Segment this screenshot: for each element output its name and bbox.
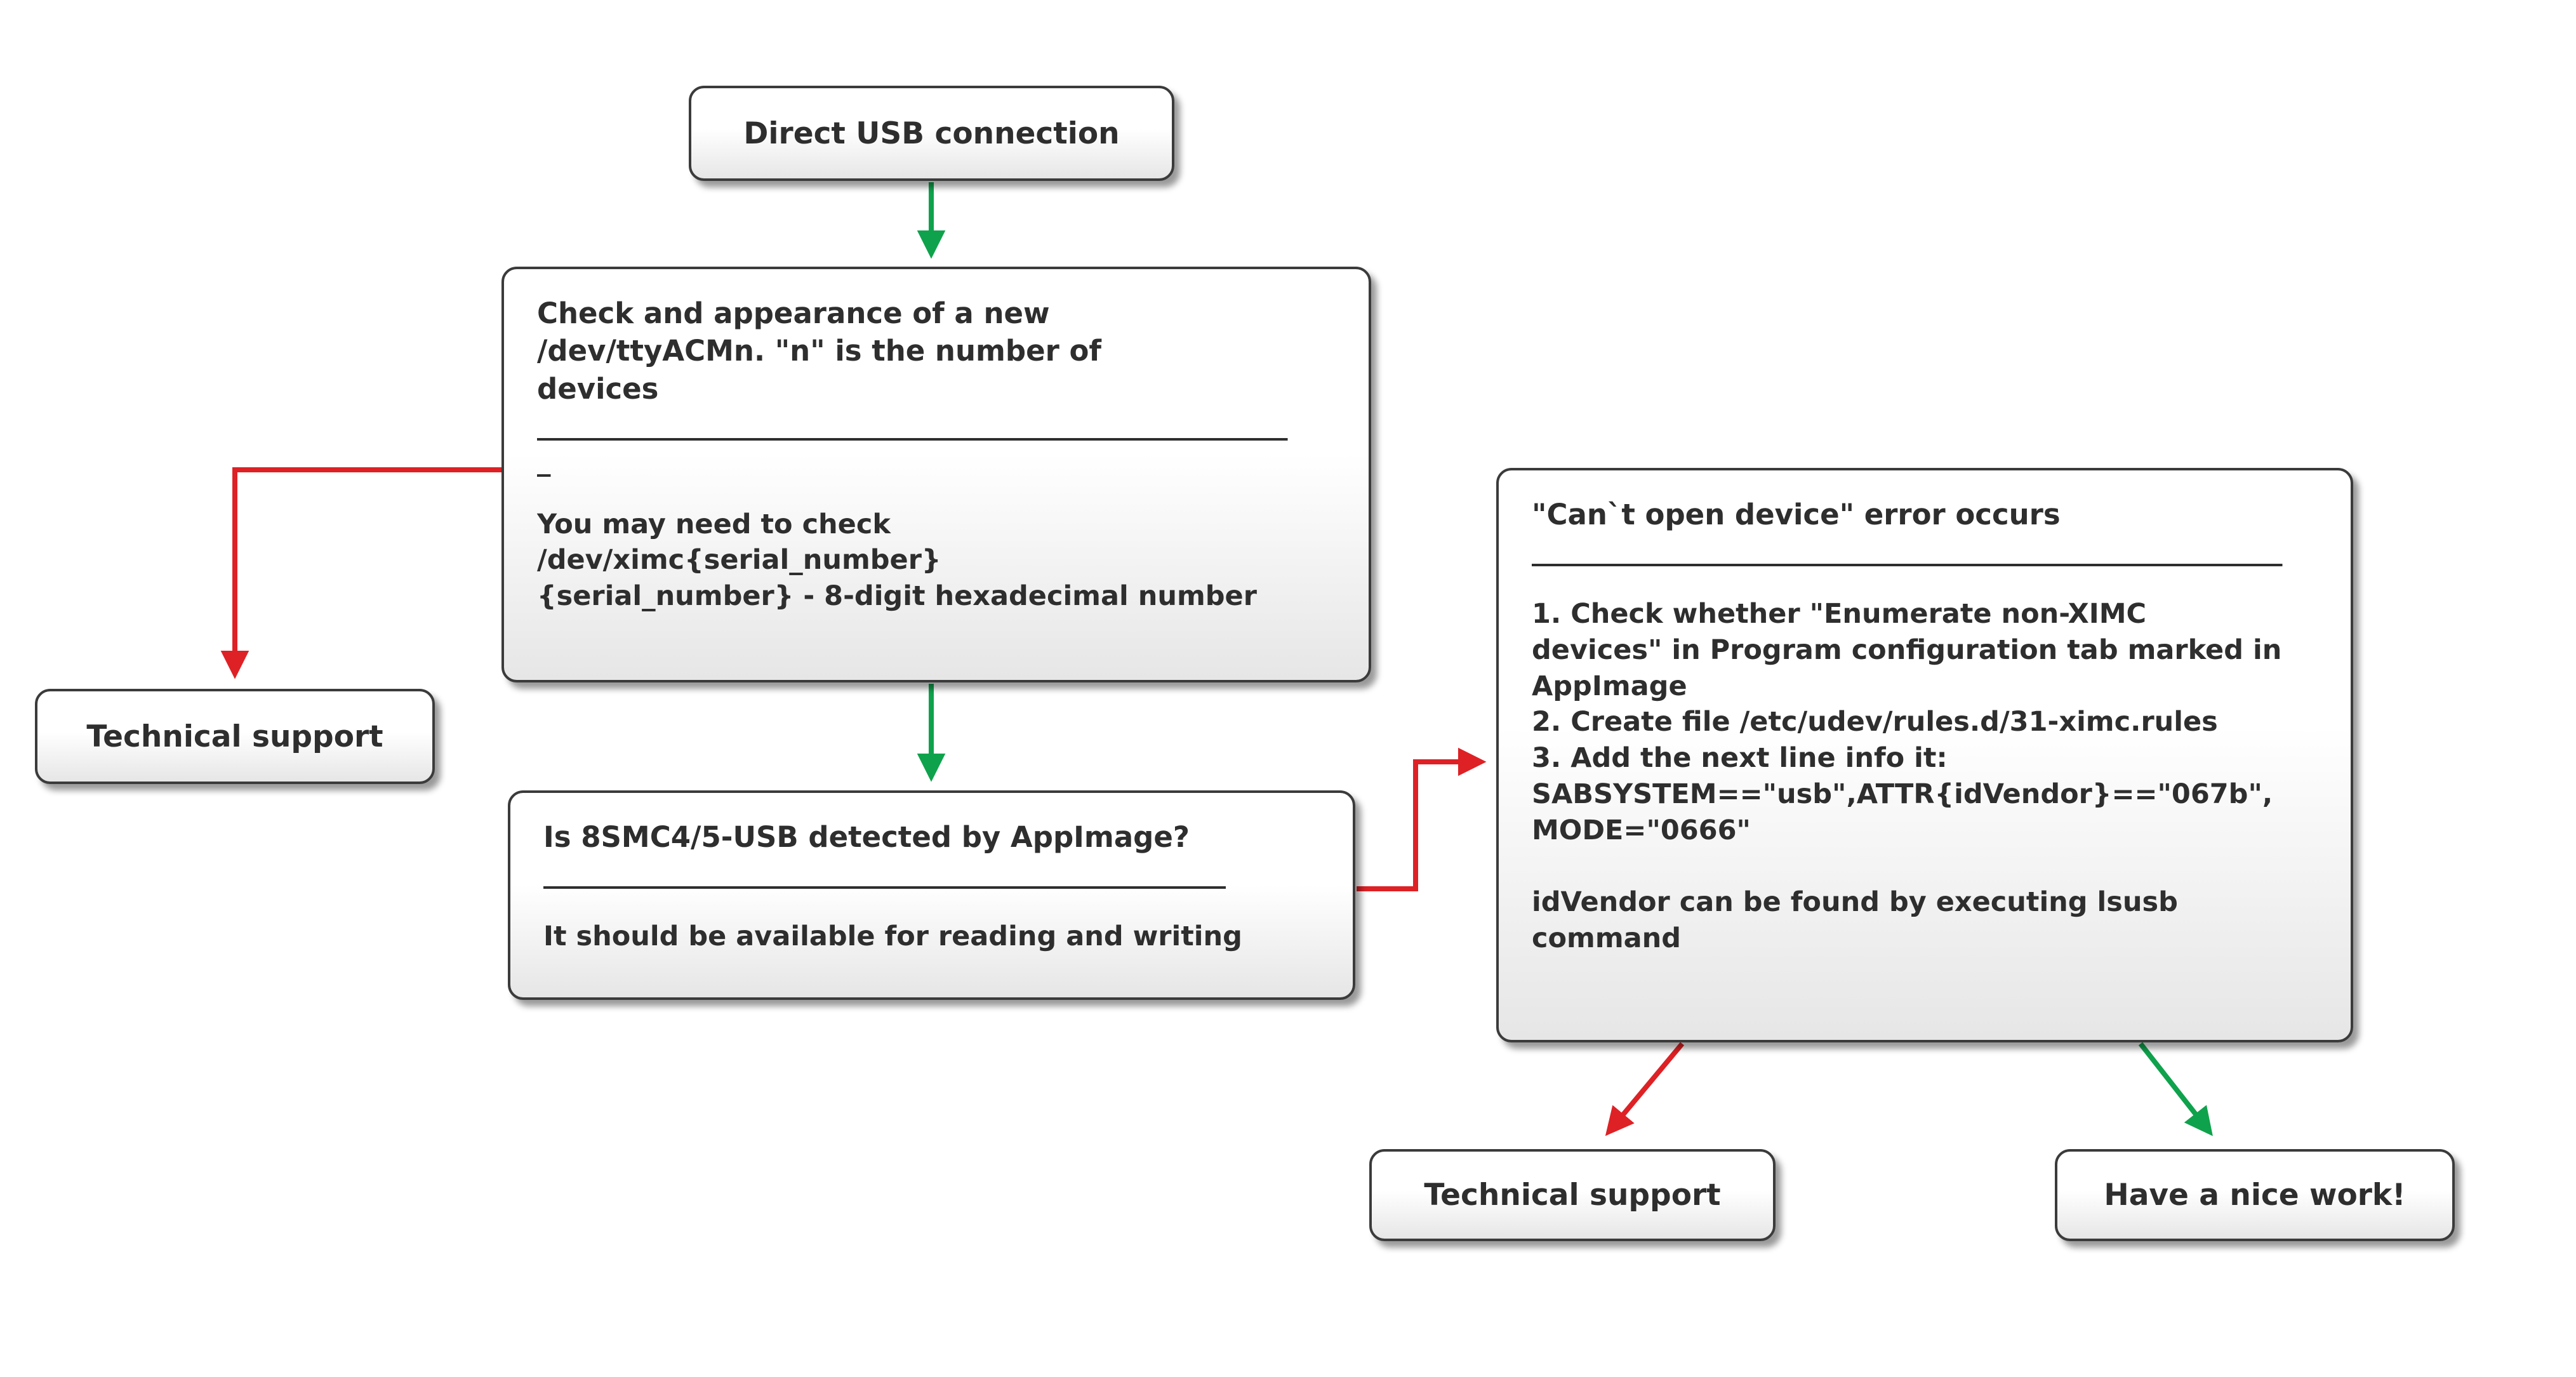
node-check-body-line-2: /dev/ximc{serial_number} [537,544,941,576]
node-error-title: "Can`t open device" error occurs [1532,498,2061,531]
node-check-divider-wrap: _ [537,445,551,477]
node-check-title-line-3: devices [537,371,659,406]
node-check-title-line-2: /dev/ttyACMn. "n" is the number of [537,334,1101,368]
node-error-body-line-8 [1532,848,2318,884]
node-error-body-line-2: devices" in Program configuration tab ma… [1532,634,2282,666]
node-error-body-line-5: 3. Add the next line info it: [1532,742,1948,775]
node-check-spacer [537,480,1336,507]
node-error-body-line-7: MODE="0666" [1532,814,1751,846]
node-technical-support-left: Technical support [35,689,435,784]
node-check-title-line-1: Check and appearance of a new [537,296,1050,330]
node-technical-support-bottom: Technical support [1369,1149,1776,1241]
node-error-body-line-3: AppImage [1532,670,1687,702]
node-error-body-line-4: 2. Create file /etc/udev/rules.d/31-ximc… [1532,706,2218,738]
node-error-spacer [1532,569,2318,596]
node-error-body-line-1: 1. Check whether "Enumerate non-XIMC [1532,598,2147,630]
node-detect-body: It should be available for reading and w… [543,921,1242,953]
node-check-ttyacm: Check and appearance of a new /dev/ttyAC… [501,267,1371,682]
node-error-body-line-9: idVendor can be found by executing lsusb [1532,886,2178,919]
node-have-a-nice-work: Have a nice work! [2055,1149,2455,1241]
node-check-divider: ________________________________________… [537,409,1288,442]
node-have-a-nice-work-label: Have a nice work! [2104,1178,2406,1213]
arrow-error-to-tech-support-bottom [1605,1042,1685,1136]
node-detect-title: Is 8SMC4/5-USB detected by AppImage? [543,820,1190,854]
node-cant-open-device-error: "Can`t open device" error occurs _______… [1496,468,2353,1042]
node-technical-support-bottom-label: Technical support [1424,1178,1721,1213]
node-error-body-line-10: command [1532,922,1682,954]
arrow-error-to-nice-work [2138,1042,2213,1136]
node-detect-divider: ________________________________________… [543,858,1226,890]
node-check-body-line-3: {serial_number} - 8-digit hexadecimal nu… [537,580,1257,613]
node-check-body-line-1: You may need to check [537,508,891,540]
arrow-detect-to-error [1357,747,1487,891]
node-direct-usb-connection: Direct USB connection [689,86,1174,181]
node-detected-by-appimage: Is 8SMC4/5-USB detected by AppImage? ___… [508,790,1355,1000]
arrow-check-to-tech-support-left [220,467,501,679]
node-detect-spacer [543,892,1320,919]
node-technical-support-left-label: Technical support [86,719,383,754]
node-error-body-line-6: SABSYSTEM=="usb",ATTR{idVendor}=="067b", [1532,778,2273,810]
node-direct-usb-connection-label: Direct USB connection [743,116,1120,151]
node-error-divider: ________________________________________… [1532,535,2283,568]
